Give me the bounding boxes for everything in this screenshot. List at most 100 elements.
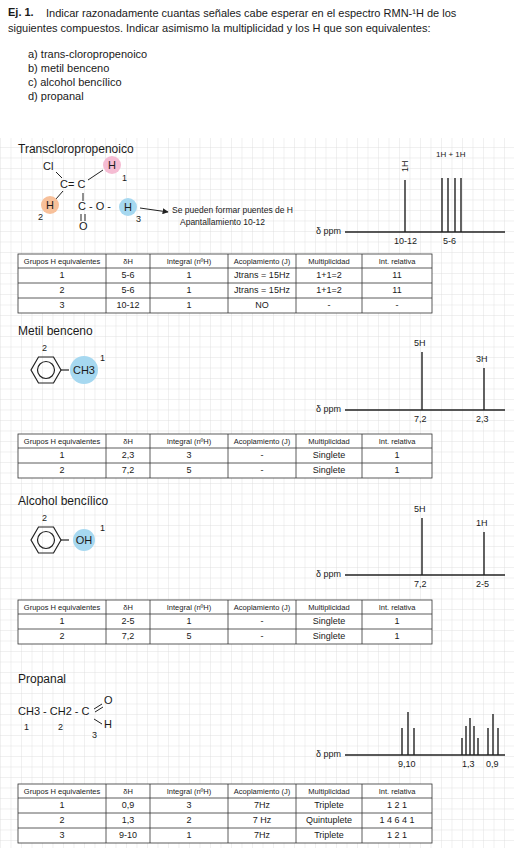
- table-cell: 2: [18, 463, 106, 478]
- table-cell: 1: [362, 614, 432, 629]
- table-cell: NO: [228, 298, 296, 313]
- axis-label: δ ppm: [316, 749, 341, 760]
- grid-paper: [0, 138, 514, 848]
- callout-number: 1: [122, 173, 127, 184]
- table-header: δH: [106, 600, 150, 614]
- table-cell: 1: [362, 629, 432, 644]
- axis-label: δ ppm: [316, 569, 341, 580]
- table-grid: [18, 254, 432, 313]
- table-cell: -: [228, 614, 296, 629]
- list-item: c) alcohol bencílico: [28, 76, 122, 89]
- table-cell: 1: [362, 463, 432, 478]
- callout-number: 2: [42, 343, 47, 354]
- list-item: a) trans-cloropropenoico: [28, 48, 147, 61]
- table-header: Integral (nºH): [150, 434, 228, 448]
- exercise-statement: Indicar razonadamente cuantas señales ca…: [8, 6, 506, 36]
- axis-tick: 1,3: [462, 759, 475, 770]
- axis-tick: 7,2: [414, 414, 427, 425]
- callout-number: 2: [38, 212, 43, 223]
- axis-tick: 10-12: [394, 236, 417, 247]
- exercise-title: Ej. 1.: [8, 6, 34, 19]
- table-cell: Singlete: [296, 629, 362, 644]
- table-cell: 3: [18, 828, 106, 843]
- highlighted-atom: H: [103, 156, 121, 174]
- table-header: Grupos H equivalentes: [18, 784, 106, 798]
- note: Apantallamiento 10-12: [180, 217, 265, 227]
- table-cell: 11: [362, 283, 432, 298]
- atom-label: O: [104, 694, 113, 707]
- table-cell: 1 2 1: [362, 798, 432, 813]
- table-cell: 7Hz: [228, 798, 296, 813]
- table-header: Multiplicidad: [296, 600, 362, 614]
- table-cell: 2: [150, 813, 228, 828]
- table-header: Int. relativa: [362, 434, 432, 448]
- formula: CH3 - CH2 - C: [18, 705, 90, 718]
- callout-number: 2: [58, 722, 63, 733]
- table-cell: 2-5: [106, 614, 150, 629]
- table-cell: -: [362, 298, 432, 313]
- atom-symbol: H: [108, 159, 116, 171]
- table-cell: Quintuplete: [296, 813, 362, 828]
- table-cell: 7 Hz: [228, 813, 296, 828]
- table-header: Grupos H equivalentes: [18, 600, 106, 614]
- section-heading: Transcloropropenoico: [18, 142, 134, 156]
- peak-label: 3H: [476, 354, 488, 365]
- table-cell: 1: [150, 614, 228, 629]
- table-cell: 10-12: [106, 298, 150, 313]
- atom-label: Cl: [43, 160, 53, 173]
- table-cell: 1 4 6 4 1: [362, 813, 432, 828]
- table-header: Integral (nºH): [150, 600, 228, 614]
- atom-symbol: OH: [76, 534, 93, 546]
- table-header: Grupos H equivalentes: [18, 434, 106, 448]
- table-header: Acoplamiento (J): [228, 434, 296, 448]
- table-header: δH: [106, 434, 150, 448]
- table-header: Multiplicidad: [296, 434, 362, 448]
- note: Se pueden formar puentes de H: [172, 205, 293, 215]
- table-cell: 7,2: [106, 629, 150, 644]
- table-cell: 1 2 1: [362, 828, 432, 843]
- atom-symbol: CH3: [73, 364, 95, 376]
- axis-label: δ ppm: [316, 404, 341, 415]
- callout-number: 1: [100, 353, 105, 364]
- table-header: δH: [106, 254, 150, 268]
- table-cell: Jtrans = 15Hz: [228, 283, 296, 298]
- peak-label: 5H: [414, 338, 426, 349]
- table-header: Multiplicidad: [296, 254, 362, 268]
- list-item: d) propanal: [28, 90, 84, 103]
- table-cell: 1: [150, 268, 228, 283]
- table-cell: 5-6: [106, 268, 150, 283]
- callout-number: 1: [24, 722, 29, 733]
- list-item: b) metil benceno: [28, 62, 109, 75]
- table-cell: 3: [150, 798, 228, 813]
- table-cell: 1: [362, 448, 432, 463]
- table-cell: 5: [150, 629, 228, 644]
- table-cell: 2: [18, 629, 106, 644]
- table-header: Integral (nºH): [150, 784, 228, 798]
- table-cell: Triplete: [296, 828, 362, 843]
- table-cell: 2,3: [106, 448, 150, 463]
- axis-tick: 5-6: [443, 236, 456, 247]
- axis-label: δ ppm: [316, 226, 341, 237]
- section-heading: Alcohol bencílico: [18, 494, 108, 508]
- table-header: Int. relativa: [362, 784, 432, 798]
- table-cell: 3: [18, 298, 106, 313]
- table-header: δH: [106, 784, 150, 798]
- peak-label: 5H: [414, 504, 426, 515]
- table-cell: 1: [18, 448, 106, 463]
- axis-tick: 7,2: [414, 579, 427, 590]
- axis-tick: 9,10: [398, 759, 416, 770]
- propanal-bonds: [94, 704, 103, 724]
- table-cell: Triplete: [296, 798, 362, 813]
- table-cell: Singlete: [296, 614, 362, 629]
- callout-number: 2: [42, 513, 47, 524]
- table-header: Int. relativa: [362, 600, 432, 614]
- table-cell: 7Hz: [228, 828, 296, 843]
- callout-number: 1: [100, 523, 105, 534]
- table-cell: 2: [18, 813, 106, 828]
- table-cell: 1: [150, 283, 228, 298]
- table-header: Acoplamiento (J): [228, 254, 296, 268]
- table-cell: 1+1=2: [296, 268, 362, 283]
- callout-number: 3: [92, 730, 97, 741]
